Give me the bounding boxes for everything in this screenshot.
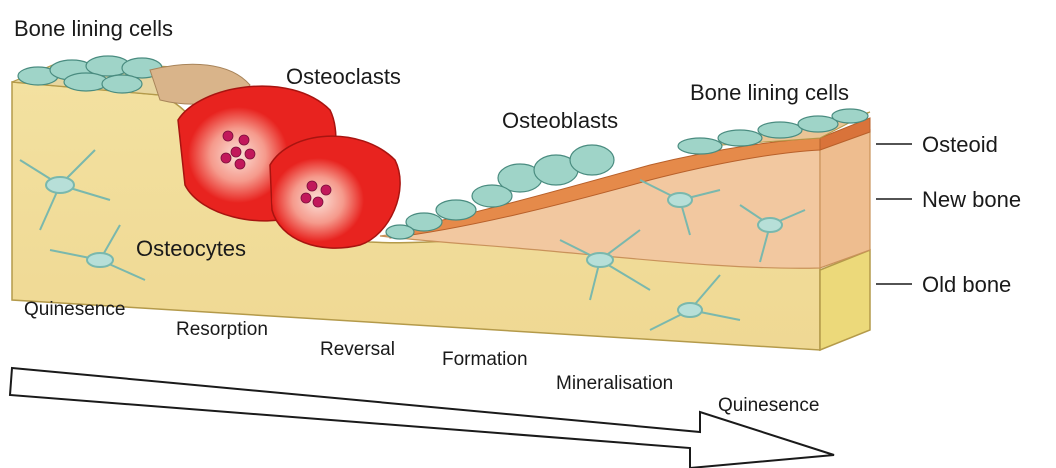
new-bone-side — [820, 130, 870, 268]
label-leader-lines — [876, 144, 912, 284]
phase-label: Formation — [442, 350, 528, 369]
phase-label: Resorption — [176, 320, 268, 339]
phase-label: Mineralisation — [556, 374, 673, 393]
label-osteoid: Osteoid — [922, 134, 998, 156]
timeline-arrow — [10, 368, 834, 468]
osteoclast-2 — [270, 136, 400, 248]
phase-label: Quinesence — [718, 396, 819, 415]
label-osteoblasts: Osteoblasts — [502, 110, 618, 132]
label-bone-lining-cells-right: Bone lining cells — [690, 82, 849, 104]
label-new-bone: New bone — [922, 189, 1021, 211]
phase-label: Quinesence — [24, 300, 125, 319]
label-osteocytes: Osteocytes — [136, 238, 246, 260]
label-bone-lining-cells-left: Bone lining cells — [14, 18, 173, 40]
phase-label: Reversal — [320, 340, 395, 359]
label-osteoclasts: Osteoclasts — [286, 66, 401, 88]
label-old-bone: Old bone — [922, 274, 1011, 296]
